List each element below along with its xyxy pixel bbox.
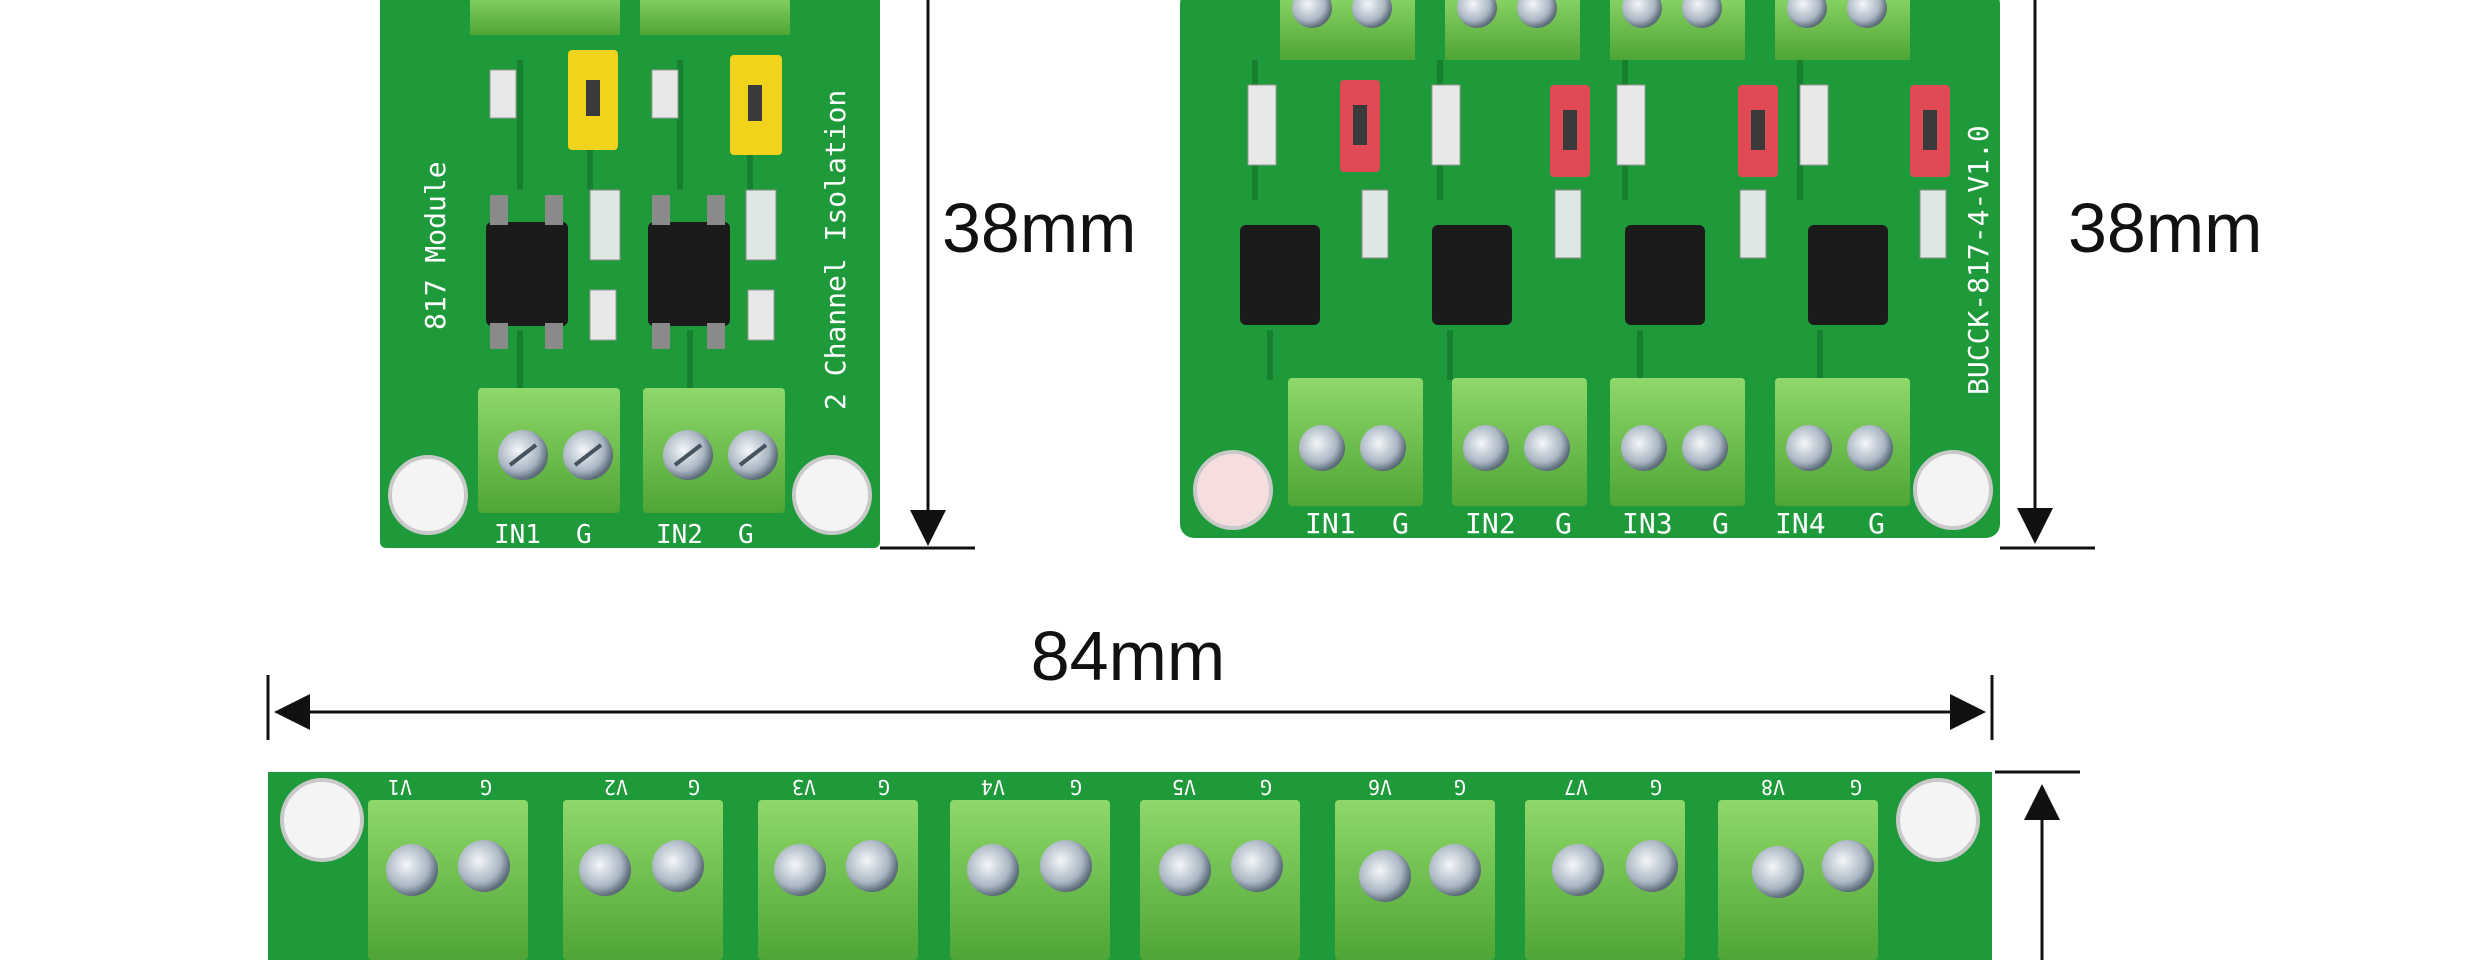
terminal-block-v6 bbox=[1335, 800, 1495, 960]
terminal-block-v2 bbox=[563, 800, 723, 960]
label-v5: V5 bbox=[1172, 775, 1196, 799]
terminal-block-v3 bbox=[758, 800, 918, 960]
resistor bbox=[489, 69, 517, 119]
label-g: G bbox=[878, 775, 890, 799]
silkscreen-module: 817 Module bbox=[419, 161, 452, 330]
pcb-8ch bbox=[268, 772, 1992, 960]
mounting-hole bbox=[280, 778, 364, 862]
label-in2: IN2 bbox=[1465, 507, 1516, 540]
led bbox=[1919, 189, 1947, 259]
label-g: G bbox=[1850, 775, 1862, 799]
led bbox=[745, 189, 777, 261]
led bbox=[589, 189, 621, 261]
optocoupler bbox=[1240, 225, 1320, 325]
terminal-top-1 bbox=[470, 0, 620, 35]
dimension-label: 38mm bbox=[942, 189, 1136, 267]
terminal-block-in3 bbox=[1610, 378, 1745, 506]
label-g: G bbox=[1392, 507, 1409, 540]
dimension-height-bottom bbox=[1995, 770, 2080, 960]
board-2-channel: 817 Module 2 Channel Isolation IN1 G IN2… bbox=[380, 0, 880, 550]
board-8-channel: V1 G V2 G V3 G V4 G V5 G V6 G V7 G V8 G bbox=[268, 772, 1992, 960]
terminal-block-v4 bbox=[950, 800, 1110, 960]
label-v3: V3 bbox=[792, 775, 816, 799]
mounting-hole bbox=[388, 455, 468, 535]
optocoupler-1 bbox=[486, 222, 568, 326]
dimension-label: 38mm bbox=[2068, 189, 2262, 267]
terminal-block-in2 bbox=[643, 388, 785, 513]
label-g: G bbox=[1650, 775, 1662, 799]
label-in3: IN3 bbox=[1622, 507, 1673, 540]
silkscreen-model: BUCCK-817-4-V1.0 bbox=[1962, 125, 1995, 395]
terminal-block-v1 bbox=[368, 800, 528, 960]
label-g: G bbox=[1868, 507, 1885, 540]
dimension-width-bottom: 84mm bbox=[266, 617, 1994, 740]
terminal-block-v5 bbox=[1140, 800, 1300, 960]
led bbox=[1361, 189, 1389, 259]
label-in1: IN1 bbox=[494, 520, 541, 550]
led bbox=[1739, 189, 1767, 259]
dimension-label: 84mm bbox=[1031, 617, 1225, 695]
label-v2: V2 bbox=[604, 775, 628, 799]
mounting-hole bbox=[1896, 778, 1980, 862]
label-v7: V7 bbox=[1564, 775, 1588, 799]
label-g: G bbox=[688, 775, 700, 799]
label-g: G bbox=[480, 775, 492, 799]
resistor bbox=[651, 69, 679, 119]
optocoupler bbox=[1625, 225, 1705, 325]
label-v8: V8 bbox=[1761, 775, 1785, 799]
optocoupler-2 bbox=[648, 222, 730, 326]
label-v4: V4 bbox=[981, 775, 1005, 799]
dimension-height-left: 38mm bbox=[880, 0, 1136, 550]
terminal-block-in1 bbox=[1288, 378, 1423, 506]
optocoupler bbox=[1432, 225, 1512, 325]
terminal-block-v7 bbox=[1525, 800, 1685, 960]
terminal-top-2 bbox=[640, 0, 790, 35]
dimension-height-right: 38mm bbox=[2000, 0, 2262, 550]
label-g: G bbox=[1260, 775, 1272, 799]
label-v6: V6 bbox=[1368, 775, 1392, 799]
label-in4: IN4 bbox=[1775, 507, 1826, 540]
label-in2: IN2 bbox=[656, 520, 703, 550]
terminal-block-in1 bbox=[478, 388, 620, 513]
mounting-hole bbox=[1913, 450, 1993, 530]
label-g: G bbox=[738, 520, 754, 550]
label-g: G bbox=[1712, 507, 1729, 540]
terminal-block-in4 bbox=[1775, 378, 1910, 506]
label-g: G bbox=[1070, 775, 1082, 799]
terminal-block-in2 bbox=[1452, 378, 1587, 506]
label-g: G bbox=[1555, 507, 1572, 540]
label-g: G bbox=[1454, 775, 1466, 799]
label-v1: V1 bbox=[388, 775, 412, 799]
mounting-hole bbox=[1193, 450, 1273, 530]
label-in1: IN1 bbox=[1305, 507, 1356, 540]
optocoupler bbox=[1808, 225, 1888, 325]
led bbox=[1554, 189, 1582, 259]
terminal-block-v8 bbox=[1718, 800, 1878, 960]
silkscreen-isolation: 2 Channel Isolation bbox=[819, 90, 852, 410]
mounting-hole bbox=[792, 455, 872, 535]
label-g: G bbox=[576, 520, 592, 550]
board-4-channel: BUCCK-817-4-V1.0 IN1 G IN2 G IN3 G IN4 G bbox=[1180, 0, 2000, 540]
